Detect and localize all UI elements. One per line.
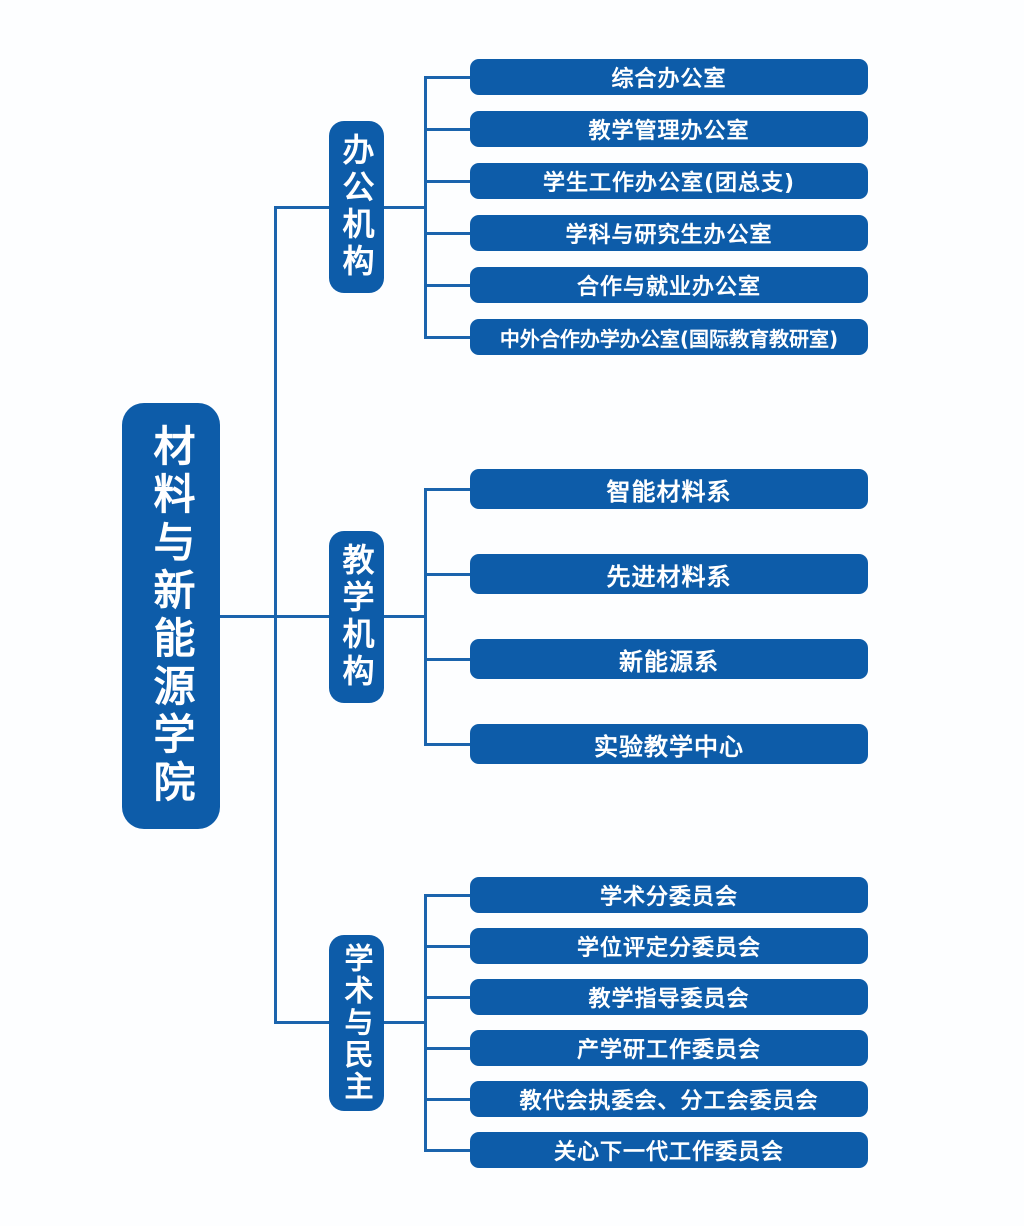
connector-stub (426, 232, 470, 235)
connector-stub (426, 658, 470, 661)
connector-branch3-right (383, 1021, 426, 1024)
connector-branch1-left (275, 206, 330, 209)
connector-stub (426, 945, 470, 948)
leaf-node: 产学研工作委员会 (470, 1030, 868, 1066)
leaf-node: 实验教学中心 (470, 724, 868, 764)
connector-stub (426, 996, 470, 999)
connector-stub (426, 894, 470, 897)
connector-root-horizontal (219, 615, 330, 618)
branch-node-label: 学术与民主 (340, 943, 374, 1103)
connector-branch2-right (383, 615, 426, 618)
connector-stub (426, 1047, 470, 1050)
connector-group3-vertical (424, 894, 427, 1152)
connector-branch3-left (275, 1021, 330, 1024)
root-node-college: 材料与新能源学院 (122, 403, 220, 829)
leaf-node: 教学指导委员会 (470, 979, 868, 1015)
connector-stub (426, 1149, 470, 1152)
leaf-node: 合作与就业办公室 (470, 267, 868, 303)
connector-branch1-right (383, 206, 426, 209)
leaf-node: 教代会执委会、分工会委员会 (470, 1081, 868, 1117)
leaf-node: 智能材料系 (470, 469, 868, 509)
connector-stub (426, 336, 470, 339)
connector-stub (426, 488, 470, 491)
leaf-node: 先进材料系 (470, 554, 868, 594)
branch-node-label: 教学机构 (337, 543, 376, 691)
leaf-node: 学位评定分委员会 (470, 928, 868, 964)
root-node-label: 材料与新能源学院 (147, 424, 196, 808)
connector-stub (426, 743, 470, 746)
leaf-node: 新能源系 (470, 639, 868, 679)
branch-node-teaching-organs: 教学机构 (329, 531, 384, 703)
connector-stub (426, 76, 470, 79)
connector-stub (426, 573, 470, 576)
connector-stub (426, 180, 470, 183)
connector-group2-vertical (424, 488, 427, 746)
branch-node-label: 办公机构 (337, 133, 376, 281)
branch-node-office-organs: 办公机构 (329, 121, 384, 293)
branch-node-academic-democracy: 学术与民主 (329, 935, 384, 1111)
leaf-node: 关心下一代工作委员会 (470, 1132, 868, 1168)
leaf-node: 中外合作办学办公室(国际教育教研室) (470, 319, 868, 355)
connector-stub (426, 1098, 470, 1101)
connector-stub (426, 284, 470, 287)
connector-group1-vertical (424, 76, 427, 339)
connector-stub (426, 128, 470, 131)
leaf-node: 教学管理办公室 (470, 111, 868, 147)
leaf-node: 学科与研究生办公室 (470, 215, 868, 251)
leaf-node: 学生工作办公室(团总支) (470, 163, 868, 199)
leaf-node: 综合办公室 (470, 59, 868, 95)
leaf-node: 学术分委员会 (470, 877, 868, 913)
